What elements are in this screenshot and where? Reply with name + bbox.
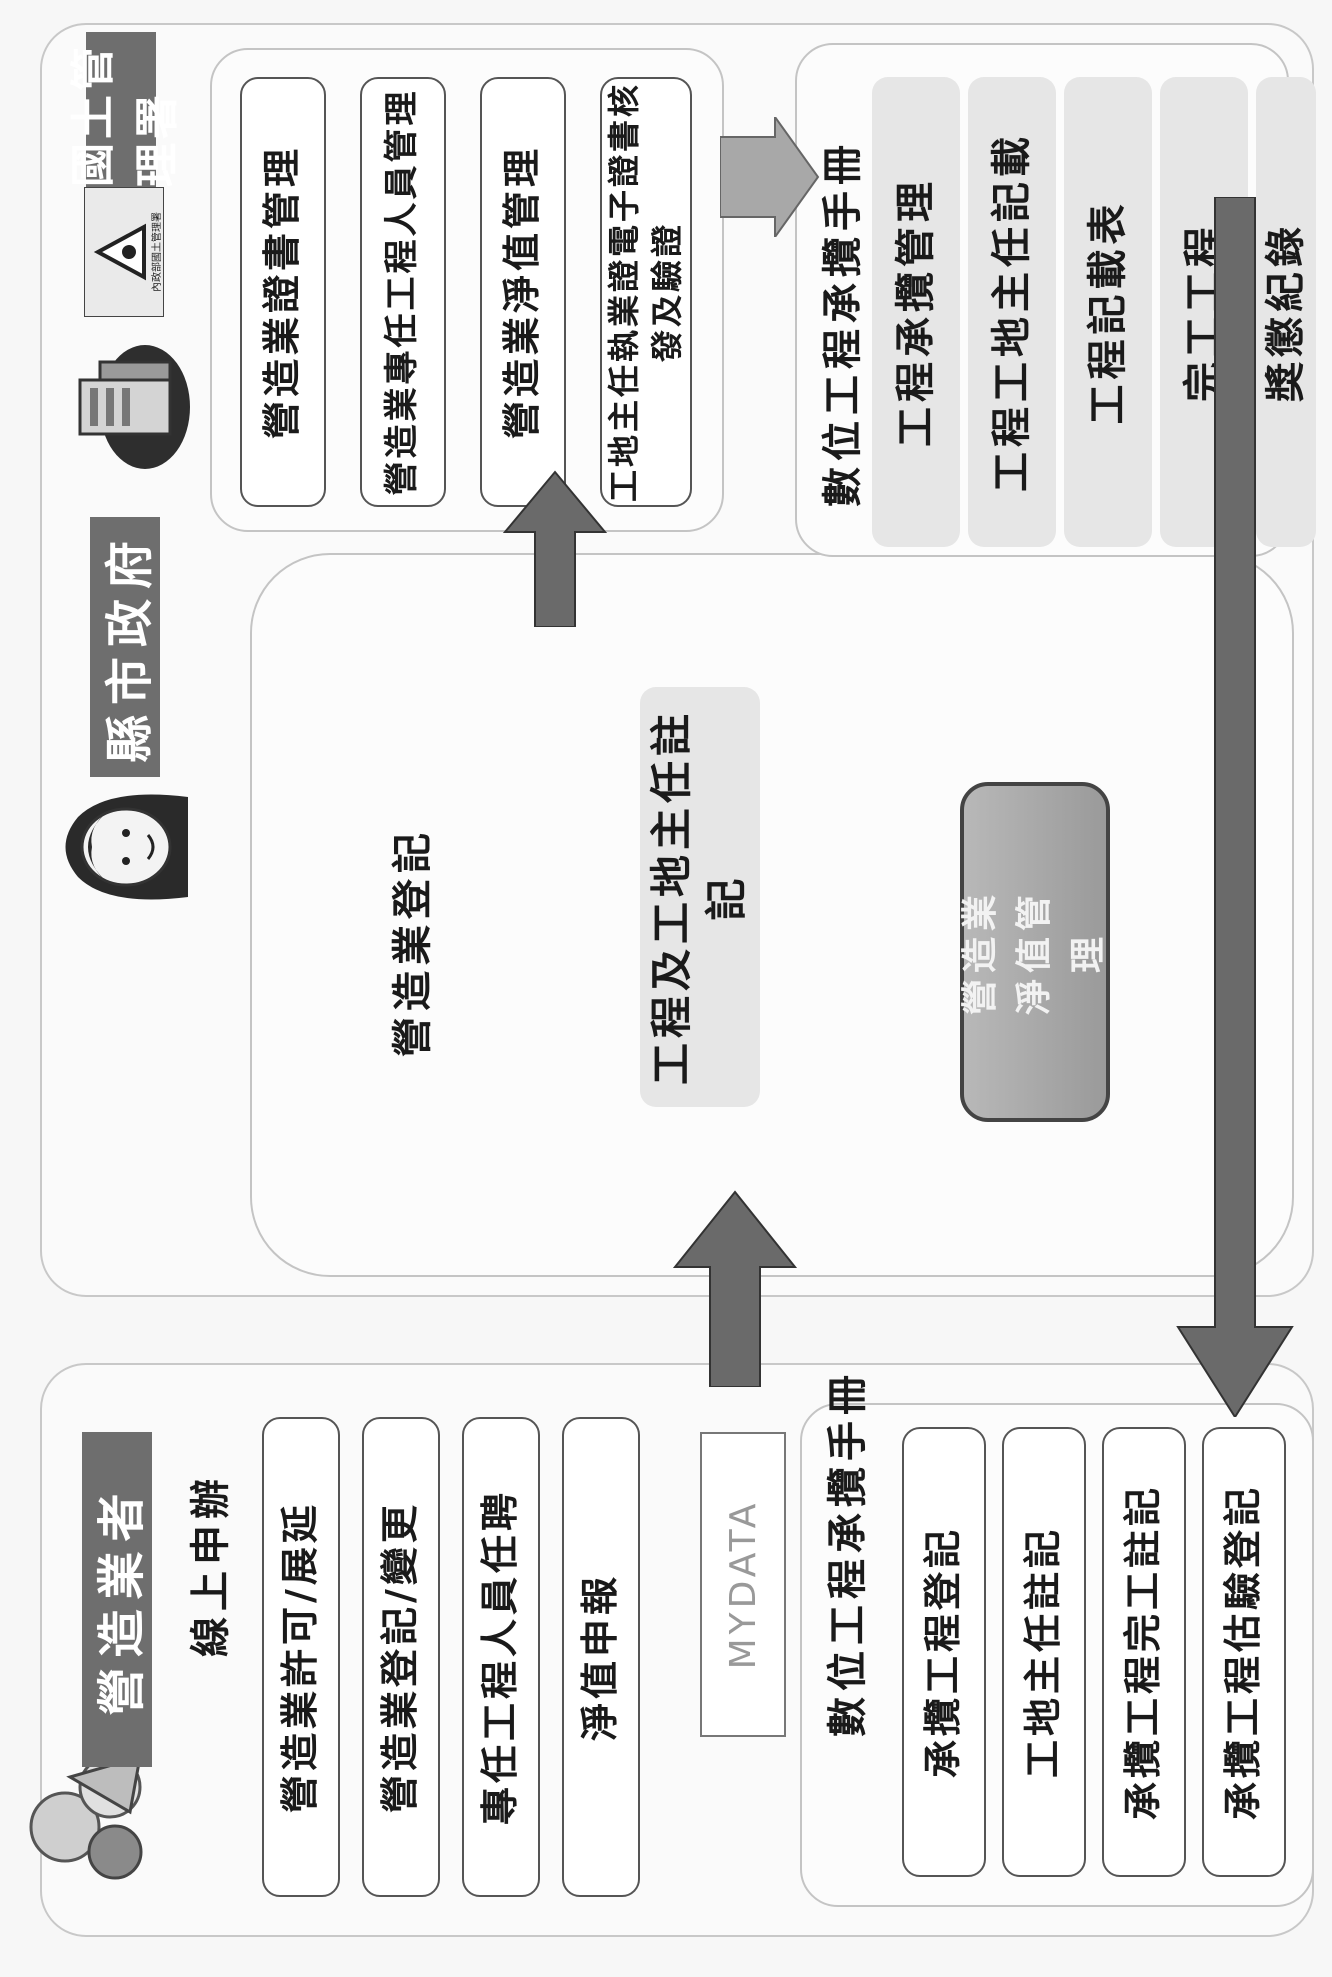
nlma-item-certificate[interactable]: 營造業證書管理 <box>240 77 326 507</box>
mydata-box[interactable]: MYDATA <box>700 1432 786 1737</box>
online-item-net-value[interactable]: 淨值申報 <box>562 1417 640 1897</box>
nlma-handbook-record-sheet[interactable]: 工程記載表 <box>1064 77 1152 547</box>
nlma-logo-text: 內政部國土管理署 <box>150 212 163 292</box>
county-title: 縣市政府 <box>90 517 160 777</box>
county-registration: 營造業登記 <box>390 827 436 1057</box>
arrow-nlma-to-contractor <box>1176 197 1294 1417</box>
server-computer-icon <box>78 345 190 469</box>
person-avatar-icon <box>65 794 188 900</box>
online-item-registration[interactable]: 營造業登記/變更 <box>362 1417 440 1897</box>
contractor-title: 營造業者 <box>82 1432 152 1767</box>
nlma-item-engineer[interactable]: 營造業專任工程人員管理 <box>360 77 446 507</box>
online-item-permit[interactable]: 營造業許可/展延 <box>262 1417 340 1897</box>
nlma-handbook-site-manager[interactable]: 工程工地主任記載 <box>968 77 1056 547</box>
nlma-item-net-value[interactable]: 營造業淨值管理 <box>480 77 566 507</box>
arrow-county-to-nlma <box>502 470 608 627</box>
molecule-logo-icon <box>29 1754 143 1880</box>
county-net-value[interactable]: 營造業淨值管理 <box>960 782 1110 1122</box>
county-net-value-label: 營造業淨值管理 <box>960 889 1109 1016</box>
handbook-item-contract-register[interactable]: 承攬工程登記 <box>902 1427 986 1877</box>
county-site-manager-label: 工程及工地主任註記 <box>647 709 751 1086</box>
online-item-engineer-hire[interactable]: 專任工程人員任聘 <box>462 1417 540 1897</box>
arrow-contractor-to-county <box>672 1190 798 1387</box>
county-site-manager[interactable]: 工程及工地主任註記 <box>640 687 760 1107</box>
online-heading: 線上申辦 <box>188 1473 234 1657</box>
nlma-title: 國土管理署 <box>68 32 183 187</box>
handbook-item-valuation[interactable]: 承攬工程估驗登記 <box>1202 1427 1286 1877</box>
nlma-logo-icon: 內政部國土管理署 <box>84 187 164 317</box>
arrow-nlma-items-to-handbook <box>720 117 820 237</box>
nlma-item-e-certificate[interactable]: 工地主任執業證電子證書核發及驗證 <box>600 77 692 507</box>
contractor-handbook-heading: 數位工程承攬手冊 <box>825 1369 871 1737</box>
handbook-item-site-manager[interactable]: 工地主任註記 <box>1002 1427 1086 1877</box>
handbook-item-completion[interactable]: 承攬工程完工註記 <box>1102 1427 1186 1877</box>
nlma-handbook-contract-mgmt[interactable]: 工程承攬管理 <box>872 77 960 547</box>
